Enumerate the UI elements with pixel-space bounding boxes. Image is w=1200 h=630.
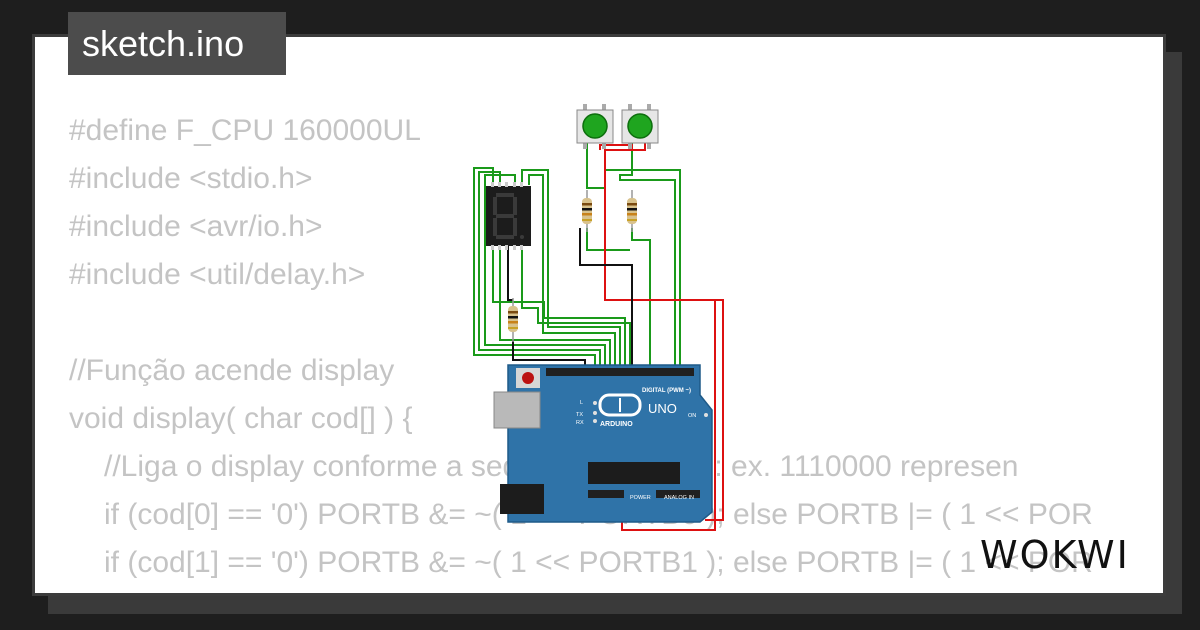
code-line: #include <stdio.h> [69,162,313,195]
code-line: #include <avr/io.h> [69,210,323,243]
code-line: //Função acende display [69,354,395,387]
wokwi-logo-text: WOKWI [980,533,1130,577]
digital-label: DIGITAL (PWM ~) [642,388,691,394]
microcontroller-chip [588,462,680,484]
analog-label: ANALOG IN [664,495,694,501]
board-model: UNO [648,401,677,416]
code-line: void display( char cod[] ) { [69,402,413,435]
power-header [588,490,624,498]
power-jack [500,484,544,514]
green-wires [473,135,681,372]
reset-icon [522,372,534,384]
resistor-3[interactable] [508,298,518,342]
pushbutton-1[interactable] [576,104,614,149]
code-line: #include <util/delay.h> [69,258,366,291]
display-pins [491,182,523,250]
resistor-1[interactable] [582,190,592,232]
analog-header [656,490,700,498]
tx-label: TX [576,412,583,418]
button-cap-icon [582,113,608,139]
arduino-uno-board[interactable]: UNO ARDUINO DIGITAL (PWM ~) POWER ANALOG… [493,364,713,523]
digital-header [546,368,694,376]
rx-label: RX [576,420,584,426]
usb-port [493,391,541,429]
wokwi-logo: WOKWI [980,533,1130,577]
resistor-2[interactable] [627,190,637,232]
arduino-infinity-icon [598,393,642,417]
l-label: L [580,400,583,406]
seven-segment-display[interactable] [486,182,531,250]
button-cap-icon [627,113,653,139]
board-brand: ARDUINO [600,421,633,428]
file-tab-title: sketch.ino [82,23,245,64]
pushbutton-2[interactable] [621,104,659,149]
file-tab[interactable]: sketch.ino [68,12,286,75]
on-label: ON [688,413,696,419]
power-label: POWER [630,495,651,501]
display-segments [493,193,524,239]
code-line: #define F_CPU 160000UL [69,114,421,147]
code-line: if (cod[1] == '0') PORTB &= ~( 1 << PORT… [104,546,1093,579]
